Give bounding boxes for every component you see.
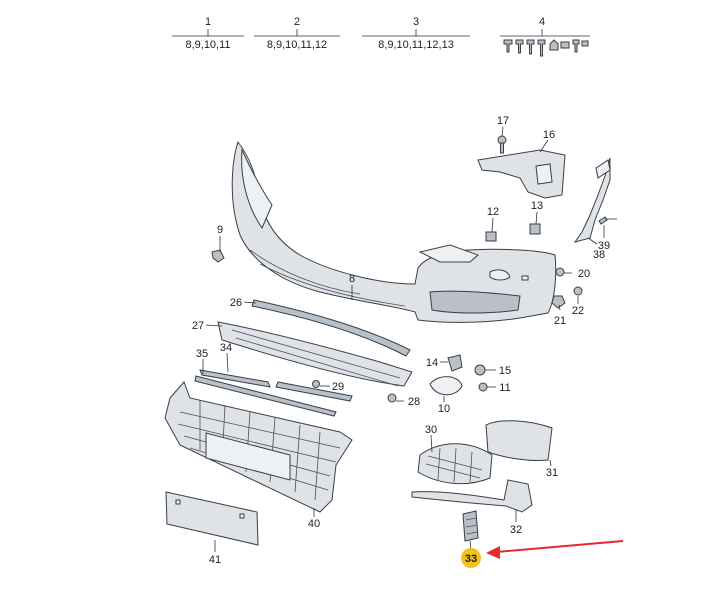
- label-20: 20: [578, 268, 590, 280]
- group-3-number: 3: [413, 16, 419, 28]
- nut-13[interactable]: [529, 223, 541, 235]
- bracket-33[interactable]: [462, 510, 479, 542]
- label-16: 16: [543, 129, 555, 141]
- label-13: 13: [531, 200, 543, 212]
- label-28: 28: [408, 396, 420, 408]
- highlight-33[interactable]: 33: [461, 548, 481, 568]
- label-11: 11: [499, 382, 510, 394]
- group-4-number: 4: [539, 16, 545, 28]
- label-35: 35: [196, 348, 208, 360]
- label-10: 10: [438, 403, 450, 415]
- label-12: 12: [487, 206, 499, 218]
- label-31: 31: [546, 467, 558, 479]
- license-plate-holder-41[interactable]: [165, 491, 259, 546]
- pointer-arrow: [486, 540, 624, 559]
- cover-31[interactable]: [485, 420, 553, 461]
- front-grille-40[interactable]: [164, 381, 353, 513]
- label-8: 8: [349, 273, 355, 285]
- screw-11[interactable]: [478, 382, 488, 392]
- label-17: 17: [497, 115, 509, 127]
- bumper-cover[interactable]: [231, 140, 557, 323]
- label-9: 9: [217, 224, 223, 236]
- group-2[interactable]: 2 8,9,10,11,12: [254, 16, 340, 51]
- screw-22[interactable]: [573, 286, 583, 296]
- group-1[interactable]: 1 8,9,10,11: [172, 16, 244, 51]
- label-26: 26: [230, 297, 242, 309]
- label-29: 29: [332, 381, 344, 393]
- clip-15[interactable]: [474, 364, 486, 376]
- trim-32[interactable]: [411, 479, 533, 513]
- group-3[interactable]: 3 8,9,10,11,12,13: [362, 16, 470, 51]
- label-14: 14: [426, 357, 438, 369]
- label-21: 21: [554, 315, 566, 327]
- group-3-parts: 8,9,10,11,12,13: [378, 39, 454, 51]
- label-32: 32: [510, 524, 522, 536]
- trim-strip-35[interactable]: [194, 375, 337, 417]
- trim-strip-34[interactable]: [199, 369, 271, 388]
- trim-strip-26[interactable]: [251, 299, 411, 357]
- clip-9[interactable]: [211, 249, 225, 263]
- label-15: 15: [499, 365, 511, 377]
- lower-grille-27[interactable]: [217, 321, 413, 387]
- label-38: 38: [593, 249, 605, 261]
- label-33: 33: [465, 553, 477, 565]
- bracket-14[interactable]: [447, 354, 463, 372]
- label-39: 39: [598, 240, 610, 252]
- highlight-badge: [461, 548, 481, 568]
- label-27: 27: [192, 320, 204, 332]
- fog-grille-30[interactable]: [417, 443, 493, 485]
- screw-17[interactable]: [497, 135, 507, 154]
- trim-strip-29[interactable]: [275, 381, 353, 402]
- fastener-set-icon: [503, 39, 589, 57]
- screw-20[interactable]: [555, 267, 565, 277]
- side-bracket-38[interactable]: [573, 157, 611, 243]
- clip-21[interactable]: [551, 295, 566, 309]
- screw-29[interactable]: [312, 380, 320, 388]
- leader-lines: [202, 126, 605, 552]
- label-34: 34: [220, 342, 232, 354]
- bracket-16[interactable]: [477, 149, 566, 199]
- group-2-number: 2: [294, 16, 300, 28]
- screw-28[interactable]: [387, 393, 397, 403]
- screw-39[interactable]: [598, 216, 617, 225]
- group-4[interactable]: 4: [500, 16, 590, 57]
- group-1-parts: 8,9,10,11: [185, 39, 230, 51]
- tow-eye-cap-10[interactable]: [429, 376, 463, 396]
- label-41: 41: [209, 554, 221, 566]
- nut-12[interactable]: [485, 231, 497, 242]
- label-30: 30: [425, 424, 437, 436]
- group-1-number: 1: [205, 16, 211, 28]
- label-22: 22: [572, 305, 584, 317]
- group-2-parts: 8,9,10,11,12: [267, 39, 327, 51]
- label-40: 40: [308, 518, 320, 530]
